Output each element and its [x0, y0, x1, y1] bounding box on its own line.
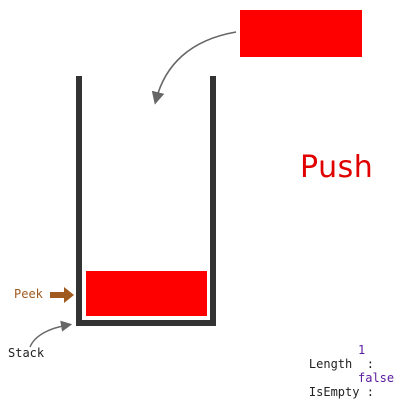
stack-label: Stack: [8, 346, 45, 360]
operation-title: Push: [300, 150, 374, 185]
incoming-element-block: [240, 10, 362, 57]
push-arrow-icon: [151, 31, 237, 105]
stack-pointer-icon: [29, 320, 73, 348]
stack-diagram: Push Peek Stack Length :1 IsEmpty :false: [8, 10, 394, 399]
peek-arrow-icon: [50, 287, 74, 303]
length-key: Length :: [308, 357, 374, 371]
stack-element-block: [86, 271, 207, 316]
length-value: 1: [358, 343, 366, 357]
isempty-value: false: [358, 371, 395, 385]
length-info: Length :1: [280, 343, 374, 385]
stack-container: [76, 76, 216, 326]
diagram-canvas: [29, 10, 362, 348]
peek-label: Peek: [14, 287, 43, 301]
isempty-key: IsEmpty :: [308, 385, 374, 399]
isempty-info: IsEmpty :false: [280, 371, 394, 413]
